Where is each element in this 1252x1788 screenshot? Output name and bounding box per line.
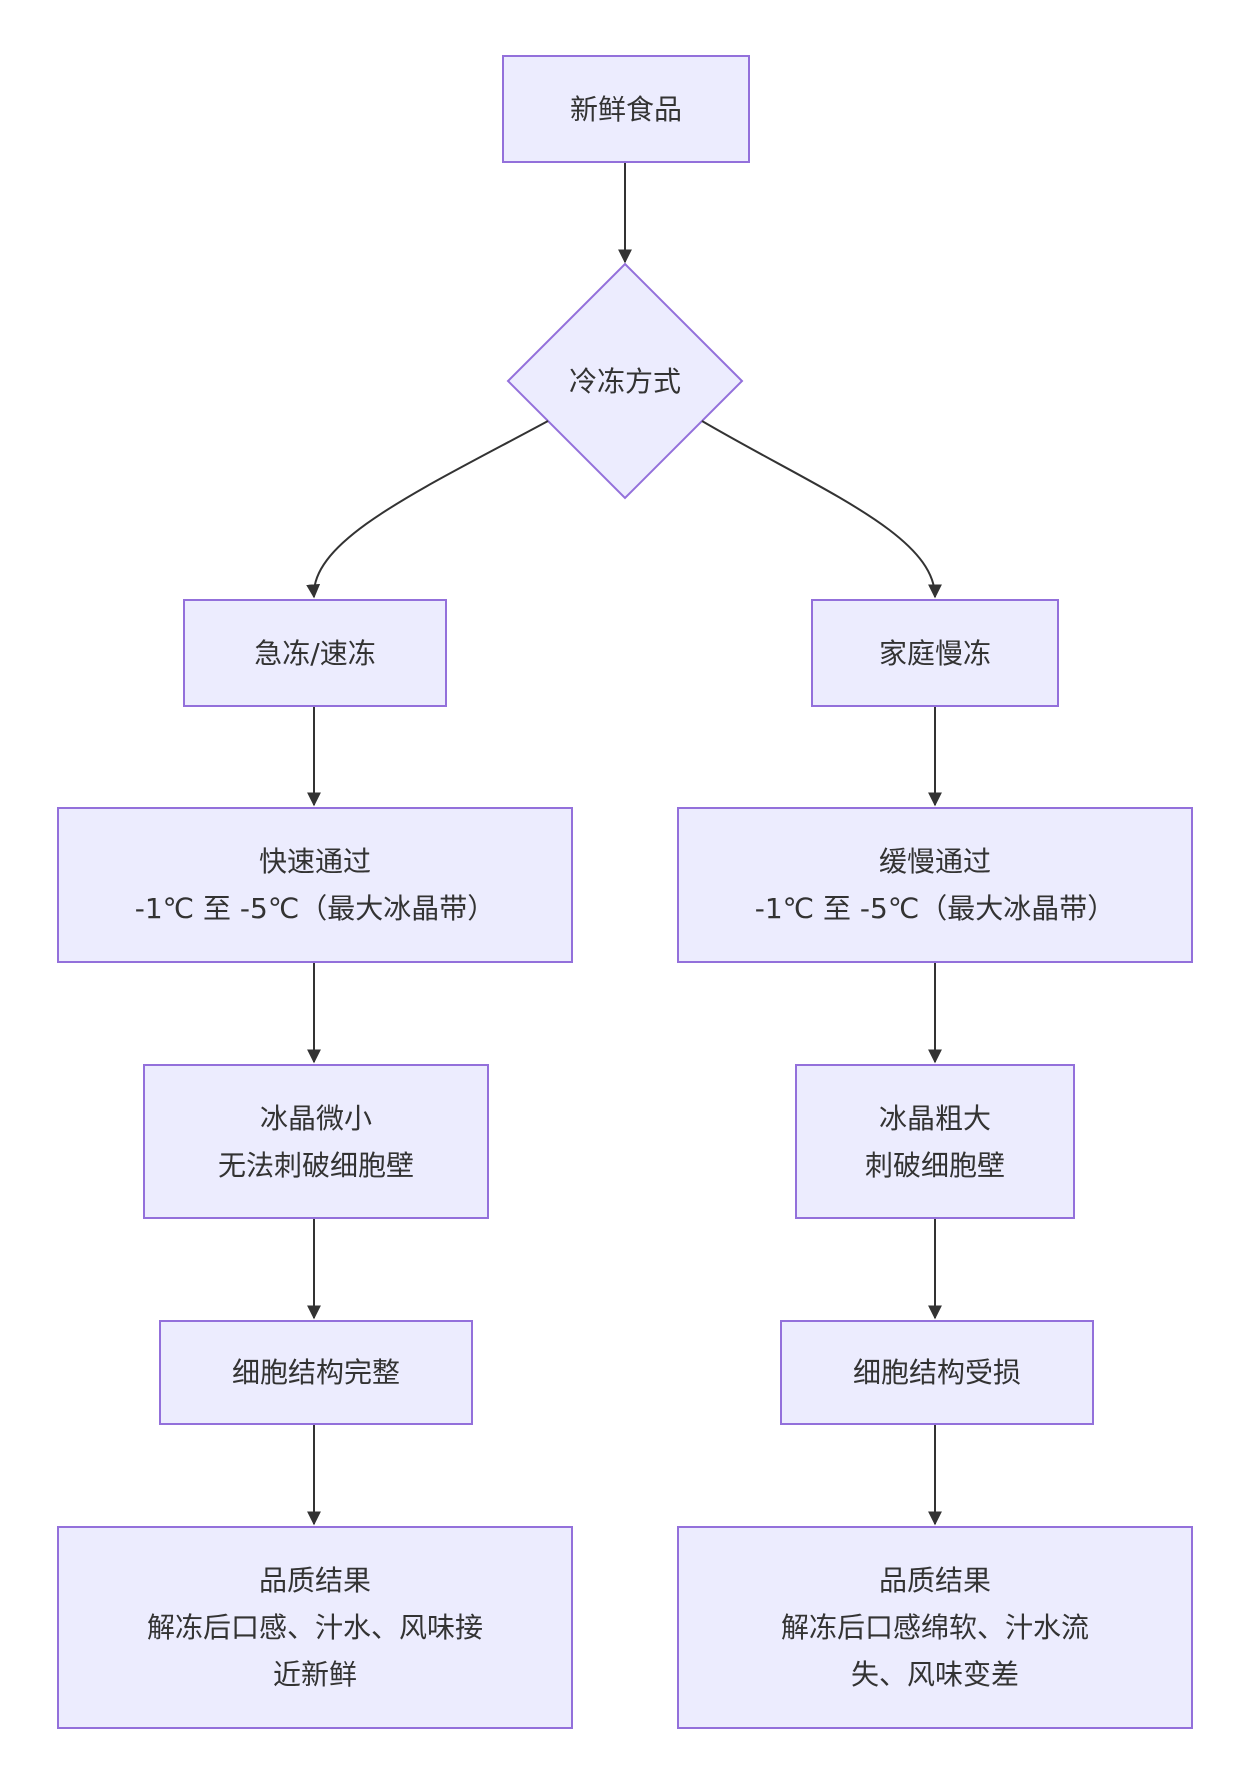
node-label: -1℃ 至 -5℃（最大冰晶带） <box>134 892 496 925</box>
node-label: 急冻/速冻 <box>254 636 376 670</box>
node-label: 近新鲜 <box>272 1658 357 1691</box>
node-quick-freeze: 急冻/速冻 <box>183 599 447 707</box>
edge-decision-to-fast <box>306 420 549 599</box>
node-cell-intact: 细胞结构完整 <box>159 1320 473 1425</box>
node-label: 家庭慢冻 <box>878 636 991 670</box>
node-label: 品质结果 <box>258 1564 371 1597</box>
node-fresh-food: 新鲜食品 <box>502 55 750 163</box>
node-large-crystal: 冰晶粗大 刺破细胞壁 <box>795 1064 1075 1219</box>
node-label: 解冻后口感、汁水、风味接 <box>146 1611 483 1644</box>
node-label: 刺破细胞壁 <box>864 1148 1005 1182</box>
decision-label: 冷冻方式 <box>508 357 742 405</box>
node-result-good: 品质结果 解冻后口感、汁水、风味接 近新鲜 <box>57 1526 573 1729</box>
node-label: 细胞结构完整 <box>231 1356 400 1389</box>
node-label: 失、风味变差 <box>850 1658 1019 1691</box>
node-label: 快速通过 <box>258 845 371 878</box>
node-label: 无法刺破细胞壁 <box>217 1148 414 1182</box>
node-label: -1℃ 至 -5℃（最大冰晶带） <box>754 892 1116 925</box>
node-label: 细胞结构受损 <box>852 1356 1021 1389</box>
node-cell-damaged: 细胞结构受损 <box>780 1320 1094 1425</box>
node-label: 解冻后口感绵软、汁水流 <box>780 1611 1089 1644</box>
node-label: 缓慢通过 <box>878 845 991 878</box>
node-slow-pass: 缓慢通过 -1℃ 至 -5℃（最大冰晶带） <box>677 807 1193 963</box>
node-label: 冷冻方式 <box>568 364 681 398</box>
node-result-bad: 品质结果 解冻后口感绵软、汁水流 失、风味变差 <box>677 1526 1193 1729</box>
node-label: 冰晶粗大 <box>878 1101 991 1135</box>
node-label: 冰晶微小 <box>259 1101 372 1135</box>
node-label: 新鲜食品 <box>569 92 682 126</box>
node-label: 品质结果 <box>878 1564 991 1597</box>
edge-decision-to-slow <box>701 420 942 599</box>
node-slow-freeze: 家庭慢冻 <box>811 599 1059 707</box>
node-small-crystal: 冰晶微小 无法刺破细胞壁 <box>143 1064 489 1219</box>
node-fast-pass: 快速通过 -1℃ 至 -5℃（最大冰晶带） <box>57 807 573 963</box>
decision-diamond <box>506 262 744 500</box>
